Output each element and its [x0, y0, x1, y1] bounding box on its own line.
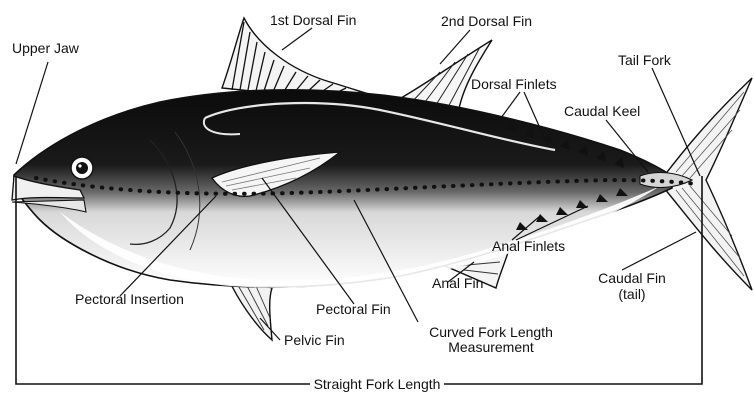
leader-dorsal-finlets-1 [498, 92, 520, 122]
label-tail-fork: Tail Fork [618, 53, 671, 68]
label-upper-jaw: Upper Jaw [12, 41, 79, 56]
label-caudal-fin-sub: (tail) [582, 287, 682, 302]
eye-pupil [76, 162, 88, 174]
label-first-dorsal-fin: 1st Dorsal Fin [270, 13, 356, 28]
label-curved-fork-length: Curved Fork Length [410, 325, 572, 340]
label-pectoral-fin: Pectoral Fin [316, 302, 391, 317]
label-curved-fork-length-sub: Measurement [410, 340, 572, 355]
label-caudal-keel: Caudal Keel [564, 104, 640, 119]
label-pectoral-insertion: Pectoral Insertion [75, 292, 184, 307]
leader-upper-jaw [16, 62, 48, 164]
label-anal-fin: Anal Fin [432, 276, 483, 291]
label-anal-finlets: Anal Finlets [492, 239, 565, 254]
label-caudal-fin: Caudal Fin [582, 271, 682, 286]
leader-caudal-fin [622, 232, 696, 270]
label-pelvic-fin: Pelvic Fin [284, 333, 345, 348]
eye-glint [78, 164, 81, 167]
label-straight-fork-length: Straight Fork Length [310, 376, 445, 392]
label-second-dorsal-fin: 2nd Dorsal Fin [441, 14, 532, 29]
straight-fork-length-caption: Straight Fork Length [0, 376, 754, 392]
label-dorsal-finlets: Dorsal Finlets [471, 77, 557, 92]
leader-first-dorsal-fin [282, 28, 312, 50]
